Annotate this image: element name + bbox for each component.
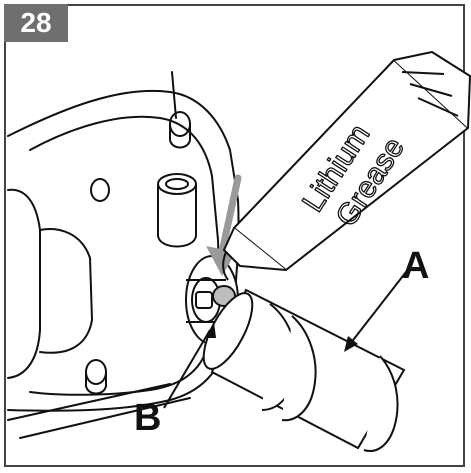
callout-b-label: B xyxy=(134,397,161,439)
callout-b: B xyxy=(134,322,216,439)
step-number-badge: 28 xyxy=(4,4,68,42)
callout-a: A xyxy=(344,245,429,352)
grease-tube: Lithium Grease xyxy=(222,51,471,281)
housing-spout xyxy=(157,173,197,248)
shaft-tube xyxy=(202,288,406,452)
gearbox-housing xyxy=(7,71,240,439)
callout-a-label: A xyxy=(402,245,429,287)
